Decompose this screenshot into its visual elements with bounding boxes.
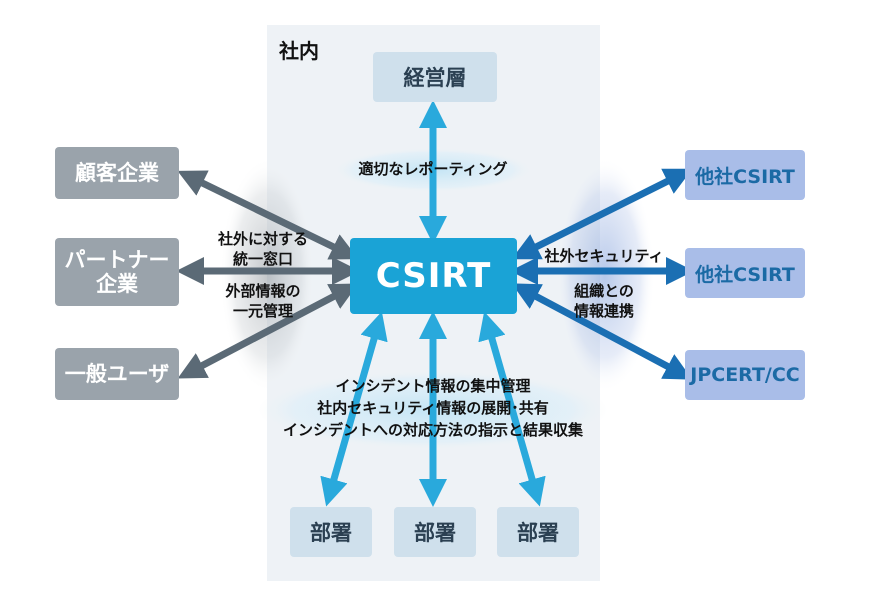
arrow-other-csirt-1 [511,168,693,260]
inhouse-label: 社内 [279,39,319,63]
arrow-general-user [177,283,359,379]
left-label-line3: 外部情報の [225,282,301,300]
other-csirt-box-2: 他社CSIRT [685,248,805,298]
right-label-line2: 組織との [574,282,634,300]
department-box-3: 部署 [497,507,579,557]
right-label-line1: 社外セキュリティ [544,247,664,265]
customer-company-box: 顧客企業 [55,147,179,199]
bottom-label-line3: インシデントへの対応方法の指示と結果収集 [282,421,583,439]
left-label-line1: 社外に対する [217,230,308,248]
reporting-label: 適切なレポーティング [358,160,508,178]
left-label-line2: 統一窓口 [232,250,293,268]
arrow-dept-1 [320,311,388,507]
general-user-box: 一般ユーザ [55,348,179,400]
management-box: 経営層 [373,52,497,102]
partner-company-box: パートナー 企業 [55,238,179,306]
department-box-1: 部署 [290,507,372,557]
bottom-label-line2: 社内セキュリティ情報の展開･共有 [317,399,549,417]
jpcert-box: JPCERT/CC [685,350,805,400]
left-glow [220,157,316,393]
left-label-line4: 一元管理 [232,302,293,320]
bottom-label-line1: インシデント情報の集中管理 [335,377,531,395]
right-label-line3: 情報連携 [573,302,634,320]
csirt-box: CSIRT [350,238,517,314]
arrow-jpcert [511,283,693,380]
arrow-customer [177,170,359,260]
department-box-2: 部署 [394,507,476,557]
arrow-dept-3 [478,311,546,507]
other-csirt-box-1: 他社CSIRT [685,150,805,200]
